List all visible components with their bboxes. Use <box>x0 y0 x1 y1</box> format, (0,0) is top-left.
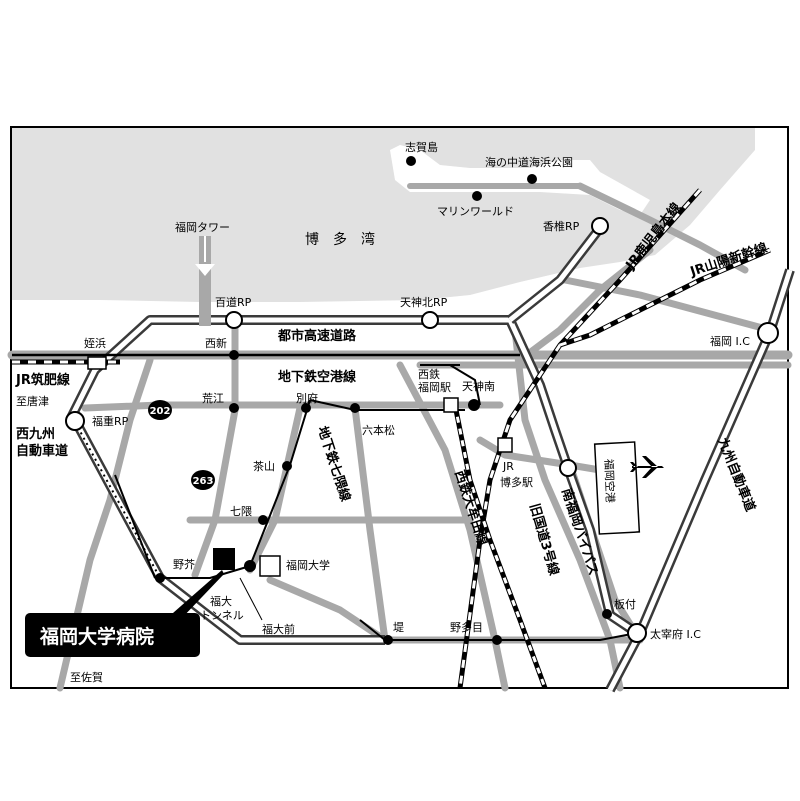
jr-sanyo-rail <box>559 247 771 348</box>
interchange-icon <box>65 411 85 431</box>
interchange-icon <box>559 459 577 477</box>
station-markers <box>65 156 779 645</box>
label-fukuoka-university: 福岡大学 <box>286 558 330 572</box>
notame-dot <box>492 635 502 645</box>
label-momochi-rp: 百道RP <box>215 295 252 309</box>
hospital-marker <box>213 548 235 570</box>
urban-expressway-route <box>65 224 640 645</box>
fukudaimae-dot <box>244 560 256 572</box>
label-to-karatsu: 至唐津 <box>16 394 49 408</box>
label-fukuoka-ic: 福岡 I.C <box>710 334 750 348</box>
roppommatsu-dot <box>350 403 360 413</box>
interchange-icon <box>627 623 647 643</box>
label-meinohama: 姪浜 <box>84 336 106 350</box>
label-itazuke: 板付 <box>614 597 636 611</box>
interchange-icon <box>225 311 243 329</box>
nishitetsu-omuta-rail <box>452 404 548 689</box>
route-202-shield: 202 <box>148 400 172 420</box>
label-befu: 別府 <box>296 391 318 405</box>
airplane-icon <box>630 456 664 478</box>
station-icon <box>497 437 513 453</box>
label-fukudai-tunnel-1: 福大 <box>210 594 232 608</box>
arae-dot <box>229 403 239 413</box>
label-uminonakamichi: 海の中道海浜公園 <box>485 155 573 169</box>
label-fukudai-tunnel-2: トンネル <box>200 609 244 622</box>
label-marine-world: マリンワールド <box>437 205 514 218</box>
interchange-icon <box>757 322 779 344</box>
label-to-saga: 至佐賀 <box>70 670 103 684</box>
label-nishitetsu-fukuoka-2: 福岡駅 <box>418 380 451 394</box>
kyushu-expressway <box>605 268 795 693</box>
label-kashii-rp: 香椎RP <box>543 219 580 233</box>
route-263-shield: 263 <box>191 470 215 490</box>
label-nanakuma: 七隈 <box>230 505 252 518</box>
hospital-label-box <box>25 613 200 657</box>
label-jr-hakata-2: 博多駅 <box>500 475 533 489</box>
label-tenjin-minami: 天神南 <box>462 379 495 393</box>
label-urban-expressway: 都市高速道路 <box>277 328 357 344</box>
label-hospital: 福岡大学病院 <box>39 625 154 648</box>
label-tsutsumi: 堤 <box>393 621 404 634</box>
label-jr-chikuhi: JR筑肥線 <box>15 372 71 388</box>
label-dazaifu-ic: 太宰府 I.C <box>650 627 701 641</box>
label-fukushige-rp: 福重RP <box>92 414 129 428</box>
label-shikanoshima: 志賀島 <box>405 140 438 154</box>
airport-box <box>593 441 641 535</box>
label-tenjinkita-rp: 天神北RP <box>400 295 448 309</box>
tower-arrow-icon <box>195 236 215 326</box>
chayama-dot <box>282 461 292 471</box>
itazuke-dot <box>602 609 612 619</box>
label-fukuoka-tower: 福岡タワー <box>175 220 230 234</box>
tsutsumi-dot <box>383 635 393 645</box>
hospital-pointer <box>165 570 224 620</box>
station-icon <box>443 397 459 413</box>
svg-text:202: 202 <box>150 406 171 417</box>
noke-dot <box>155 573 165 583</box>
befu-dot <box>301 403 311 413</box>
fukudaimae-leader <box>239 577 263 621</box>
label-nishikyushu-2: 自動車道 <box>16 443 68 459</box>
label-nishitetsu-fukuoka-1: 西鉄 <box>418 367 440 381</box>
marine-world-dot <box>472 191 482 201</box>
label-hakata-bay: 博 多 湾 <box>305 231 375 248</box>
label-noke: 野芥 <box>173 558 195 571</box>
label-chayama: 茶山 <box>253 460 275 473</box>
interchange-icon <box>591 217 609 235</box>
uminonakamichi-dot <box>527 174 537 184</box>
nishijin-dot <box>229 350 239 360</box>
label-roppommatsu: 六本松 <box>362 423 395 437</box>
label-nishikyushu-1: 西九州 <box>16 427 55 442</box>
label-fukuoka-airport: 福岡空港 <box>602 459 618 503</box>
station-icon <box>87 356 107 370</box>
tenjin-minami-dot <box>468 399 480 411</box>
university-marker <box>259 555 281 577</box>
label-fukudaimae: 福大前 <box>262 622 295 636</box>
label-arae: 荒江 <box>202 392 224 405</box>
peninsula <box>390 145 650 215</box>
jr-kagoshima-rail <box>457 188 702 689</box>
nanakuma-dot <box>258 515 268 525</box>
label-notame: 野多目 <box>450 620 483 634</box>
label-nishijin: 西新 <box>205 336 227 350</box>
label-subway-airport: 地下鉄空港線 <box>278 369 357 385</box>
shikanoshima-dot <box>406 156 416 166</box>
label-jr-hakata-1: JR <box>502 460 514 473</box>
svg-text:263: 263 <box>193 476 214 487</box>
interchange-icon <box>421 311 439 329</box>
